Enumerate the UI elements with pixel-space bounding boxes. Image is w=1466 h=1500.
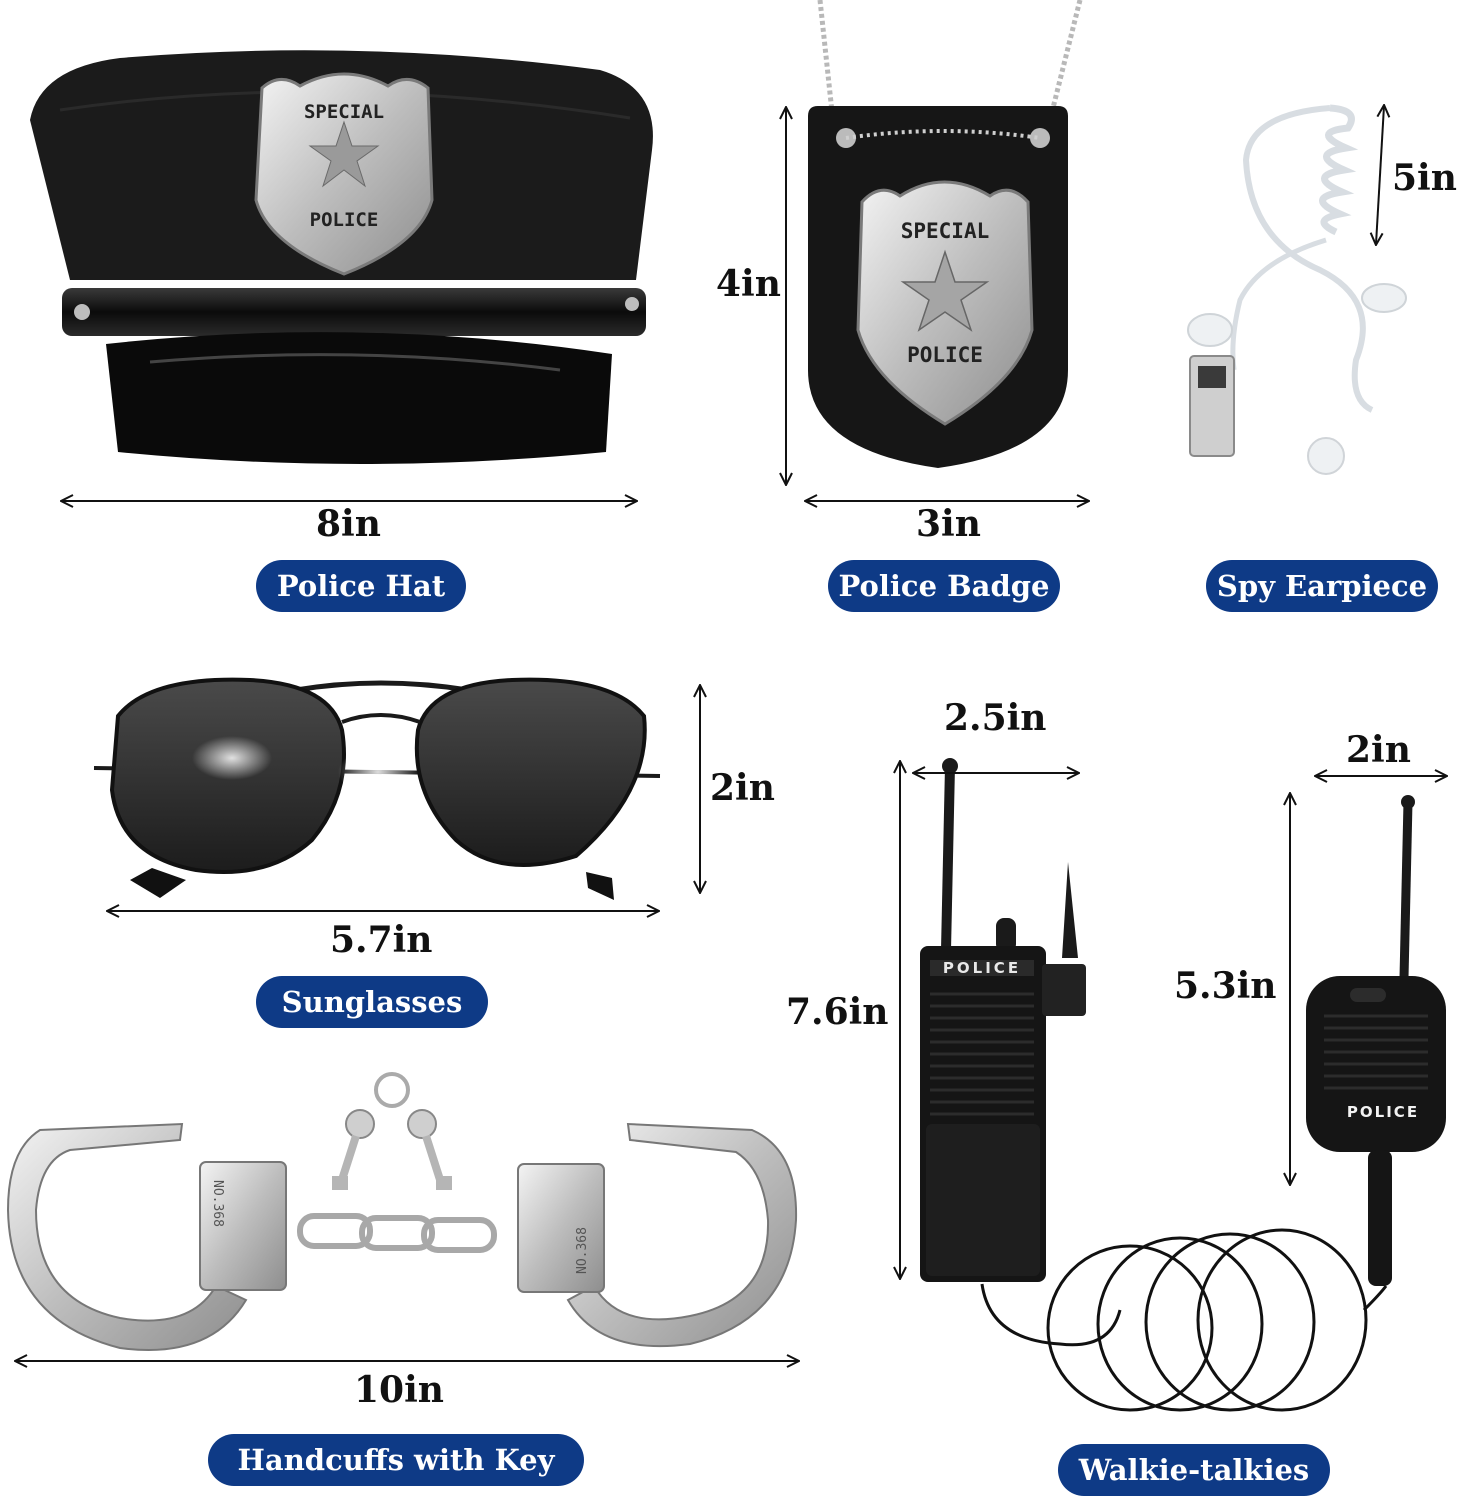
police-hat-pill: Police Hat	[256, 560, 466, 612]
radio-height-label: 7.6in	[786, 991, 889, 1033]
sunglasses-width-label: 5.7in	[330, 919, 433, 961]
walkie-talkies-pill: Walkie-talkies	[1058, 1444, 1330, 1496]
mic-width-label: 2in	[1346, 729, 1411, 771]
badge-emblem: SPECIAL POLICE	[856, 180, 1034, 426]
sunglasses-pill: Sunglasses	[256, 976, 488, 1028]
hat-badge-top-text: SPECIAL	[304, 101, 384, 123]
double-arrow-vertical-icon	[1376, 106, 1384, 244]
walkie-talkie-radio-image: POLICE	[920, 758, 1086, 1282]
badge-width-label: 3in	[916, 503, 981, 545]
handcuffs-length-label: 10in	[354, 1369, 444, 1411]
left-cuff-engraving: NO.368	[210, 1180, 225, 1227]
police-hat-image: SPECIAL POLICE	[30, 50, 653, 464]
sunglasses-height-label: 2in	[710, 767, 775, 809]
badge-top-engraving: SPECIAL	[901, 219, 990, 243]
radio-width-label: 2.5in	[944, 697, 1047, 739]
coiled-cord	[1046, 1228, 1388, 1412]
radio-police-label: POLICE	[943, 959, 1021, 977]
sunglasses-image	[93, 677, 661, 900]
right-cuff-engraving: NO.368	[575, 1227, 590, 1274]
police-badge-pill: Police Badge	[828, 560, 1060, 612]
badge-height-label: 4in	[716, 263, 781, 305]
police-badge-image: SPECIAL POLICE	[808, 0, 1083, 468]
badge-bottom-engraving: POLICE	[907, 343, 983, 367]
hat-badge-bottom-text: POLICE	[310, 209, 379, 231]
hat-width-label: 8in	[316, 503, 381, 545]
speaker-microphone-image: POLICE	[1306, 795, 1446, 1286]
handcuffs-pill: Handcuffs with Key	[208, 1434, 584, 1486]
hat-badge-emblem: SPECIAL POLICE	[254, 72, 434, 276]
spy-earpiece-pill: Spy Earpiece	[1206, 560, 1438, 612]
handcuffs-image: NO.368 NO.368	[6, 1072, 798, 1351]
mic-height-label: 5.3in	[1174, 965, 1277, 1007]
mic-police-label: POLICE	[1347, 1103, 1419, 1121]
earpiece-length-label: 5in	[1392, 157, 1457, 199]
spy-earpiece-image	[1187, 104, 1407, 475]
handcuff-keys	[332, 1072, 452, 1190]
